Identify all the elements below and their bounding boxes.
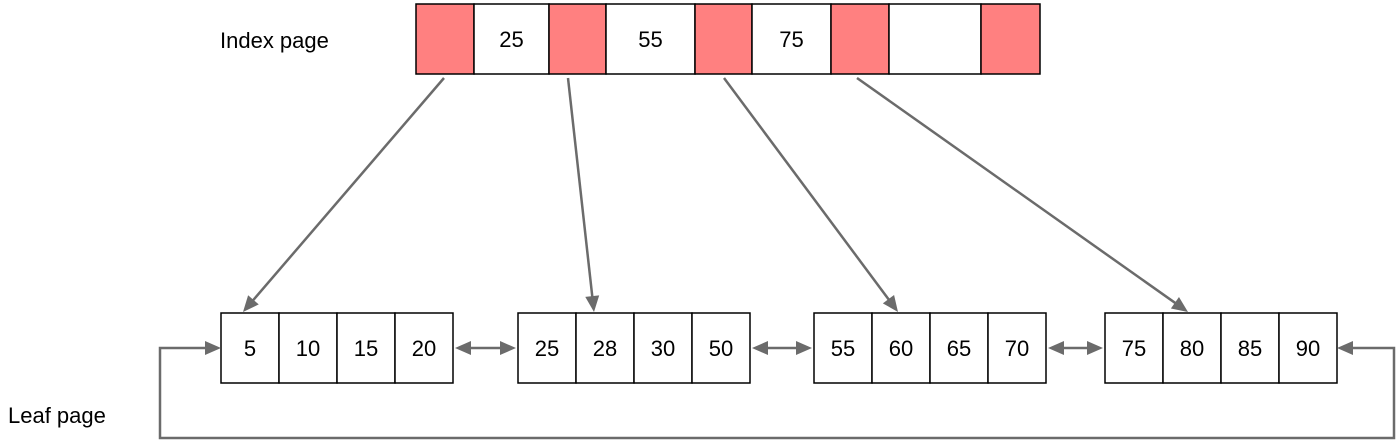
connectors [158,76,1396,440]
leaf-link-arrowhead [1048,341,1064,355]
index-key-text: 55 [638,27,662,52]
arrowhead [882,294,898,312]
leaf-key-cell [394,312,454,384]
leaf-key-text: 65 [947,336,971,361]
leaf-key-text: 70 [1005,336,1029,361]
leaf-key-cell [987,312,1047,384]
leaf-key-text: 80 [1180,336,1204,361]
arrowhead [243,295,259,312]
index-pointer-cell [694,3,753,75]
leaf-link-arrowhead [500,341,516,355]
leaf-key-text: 55 [831,336,855,361]
leaf-wrap-link [158,346,1396,440]
leaf-key-text: 5 [244,336,256,361]
index-pointer-cell [980,3,1041,75]
leaf-key-text: 20 [412,336,436,361]
leaf-key-text: 30 [651,336,675,361]
index-page-label: Index page [220,28,329,53]
arrowhead [1170,297,1188,312]
leaf-key-text: 85 [1238,336,1262,361]
leaf-key-text: 50 [709,336,733,361]
leaf-key-cell [1162,312,1222,384]
leaf-link-arrowhead [455,341,471,355]
leaf-key-text: 28 [593,336,617,361]
leaf-wrap-arrowhead [1337,341,1353,355]
leaf-key-cell [871,312,931,384]
index-key-cell [605,3,696,75]
leaf-link-arrowhead [1087,341,1103,355]
index-pointer-arrow [722,77,892,304]
index-page: 25 55 75 [415,3,1041,75]
leaf-key-text: 60 [889,336,913,361]
leaf-key-text: 15 [354,336,378,361]
index-pointer-cell [830,3,890,75]
leaf-page-label: Leaf page [8,403,106,428]
index-pointer-arrow [249,77,445,304]
index-key-cell [888,3,982,75]
index-key-text: 25 [499,27,523,52]
index-key-cell [473,3,550,75]
leaf-key-text: 25 [535,336,559,361]
leaf-key-text: 75 [1122,336,1146,361]
leaf-key-cell [336,312,396,384]
leaf-key-text: 10 [296,336,320,361]
leaf-link-arrowhead [752,341,768,355]
arrowhead [585,295,600,312]
index-pointer-arrow [856,76,1179,307]
index-pointer-cell [548,3,607,75]
index-pointer-arrow [566,77,594,301]
leaf-key-cell [813,312,873,384]
leaf-key-cell [1220,312,1280,384]
leaf-key-cell [278,312,338,384]
leaf-key-cell [575,312,635,384]
leaf-key-cell [633,312,693,384]
leaf-pages: 5 10 15 20 25 28 30 50 55 60 65 70 75 80 85 90 [220,312,1338,384]
index-key-cell [751,3,832,75]
leaf-key-cell [691,312,751,384]
leaf-key-text: 90 [1296,336,1320,361]
leaf-key-cell [517,312,577,384]
leaf-key-cell [929,312,989,384]
leaf-key-cell [1278,312,1338,384]
leaf-link-arrowhead [796,341,812,355]
index-pointer-cell [415,3,475,75]
leaf-wrap-arrowhead [205,341,221,355]
index-key-text: 75 [779,27,803,52]
